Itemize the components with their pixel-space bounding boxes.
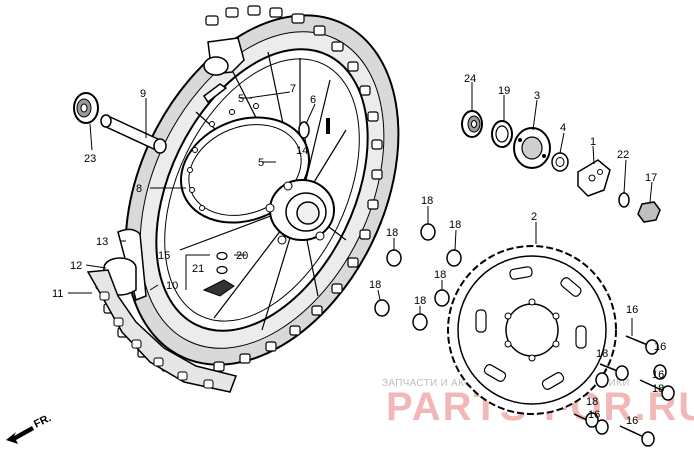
label-20: 20 [236,250,248,262]
label-16-e: 16 [626,415,638,427]
washer-22 [618,192,630,208]
driven-sprocket-2 [447,245,617,415]
label-3: 3 [534,90,540,102]
label-5-upper: 5 [238,93,244,105]
rim-lock [202,37,245,104]
label-10: 10 [166,280,178,292]
label-18-c: 18 [449,219,461,231]
label-22: 22 [617,149,629,161]
label-2: 2 [531,211,537,223]
chain-adjuster-plate-1 [577,159,611,197]
label-12: 12 [70,260,82,272]
label-14: 14 [296,145,308,157]
spoke-nipples-20-21 [202,251,235,297]
sprocket-bolts-16 [573,335,675,447]
label-15: 15 [158,250,170,262]
label-23: 23 [84,153,96,165]
fr-label: FR. [32,412,53,431]
label-4: 4 [560,122,566,134]
part-labels: 24 19 3 9 7 6 5 5 14 4 1 22 17 23 8 18 1… [52,73,666,427]
label-24: 24 [464,73,476,85]
oil-seal-19 [491,120,513,148]
label-21: 21 [192,263,204,275]
bearing-23 [73,92,99,124]
bearing-24 [461,110,483,138]
tire-section-11 [86,269,237,393]
label-16-a: 16 [626,304,638,316]
label-9: 9 [140,88,146,100]
axle-nut-17 [637,201,661,223]
label-6: 6 [310,94,316,106]
label-5-lower: 5 [258,157,264,169]
label-16-c: 16 [652,369,664,381]
label-13: 13 [96,236,108,248]
sprocket-nuts-18 [374,223,462,331]
label-16-b: 16 [654,341,666,353]
collar-4 [551,152,569,172]
label-18-f: 18 [414,295,426,307]
leader-lines [68,82,653,336]
label-8: 8 [136,183,142,195]
sprocket-hub-3 [513,127,551,169]
axle-collar-9 [100,114,167,154]
label-18-e: 18 [369,279,381,291]
label-18-h: 18 [586,396,598,408]
label-1: 1 [590,136,596,148]
label-18-a: 18 [421,195,433,207]
hub [265,179,335,245]
label-17: 17 [645,172,657,184]
valve-stem [298,118,330,139]
label-19: 19 [498,85,510,97]
label-18-b: 18 [386,227,398,239]
label-11: 11 [52,288,63,300]
label-18-i: 18 [652,383,664,395]
label-16-d: 16 [588,409,600,421]
label-7: 7 [290,83,296,95]
label-18-g: 18 [596,348,608,360]
bolt-nuts-18 [585,364,667,428]
label-18-d: 18 [434,269,446,281]
front-direction-marker: FR. [6,412,53,444]
